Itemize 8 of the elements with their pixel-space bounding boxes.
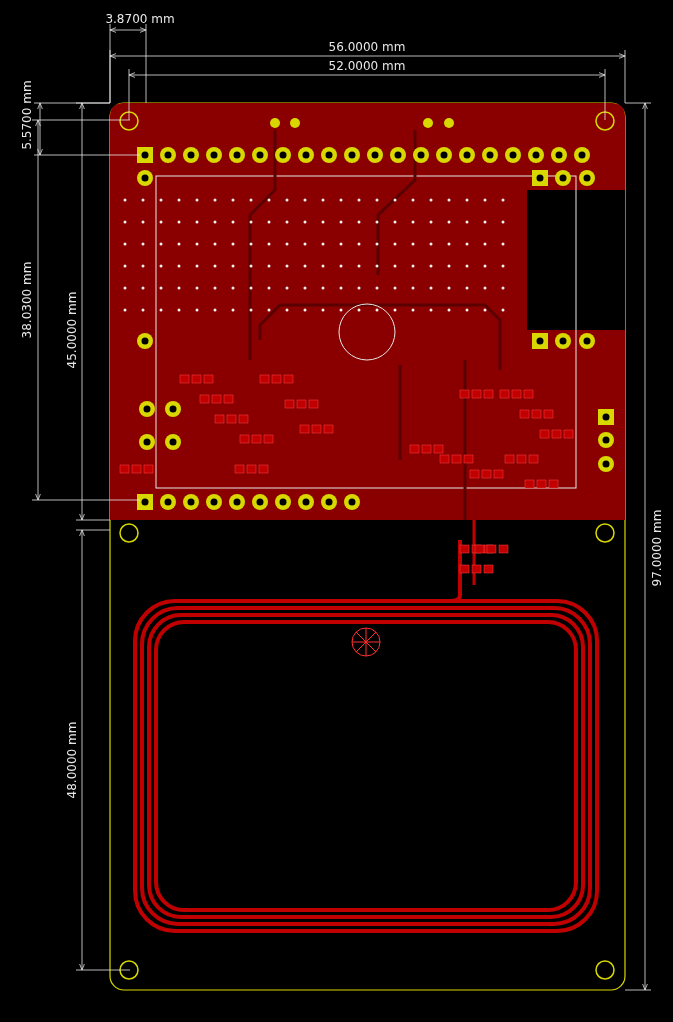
dimension-label: 45.0000 mm <box>65 291 79 369</box>
dimension-label: 3.8700 mm <box>105 12 175 26</box>
dimension-label: 5.5700 mm <box>20 80 34 150</box>
dimension-label: 56.0000 mm <box>328 40 406 54</box>
dimension-label: 97.0000 mm <box>650 509 664 587</box>
dimension-label: 52.0000 mm <box>328 59 406 73</box>
dimension-label: 48.0000 mm <box>65 721 79 799</box>
dimension-label: 38.0300 mm <box>20 261 34 339</box>
